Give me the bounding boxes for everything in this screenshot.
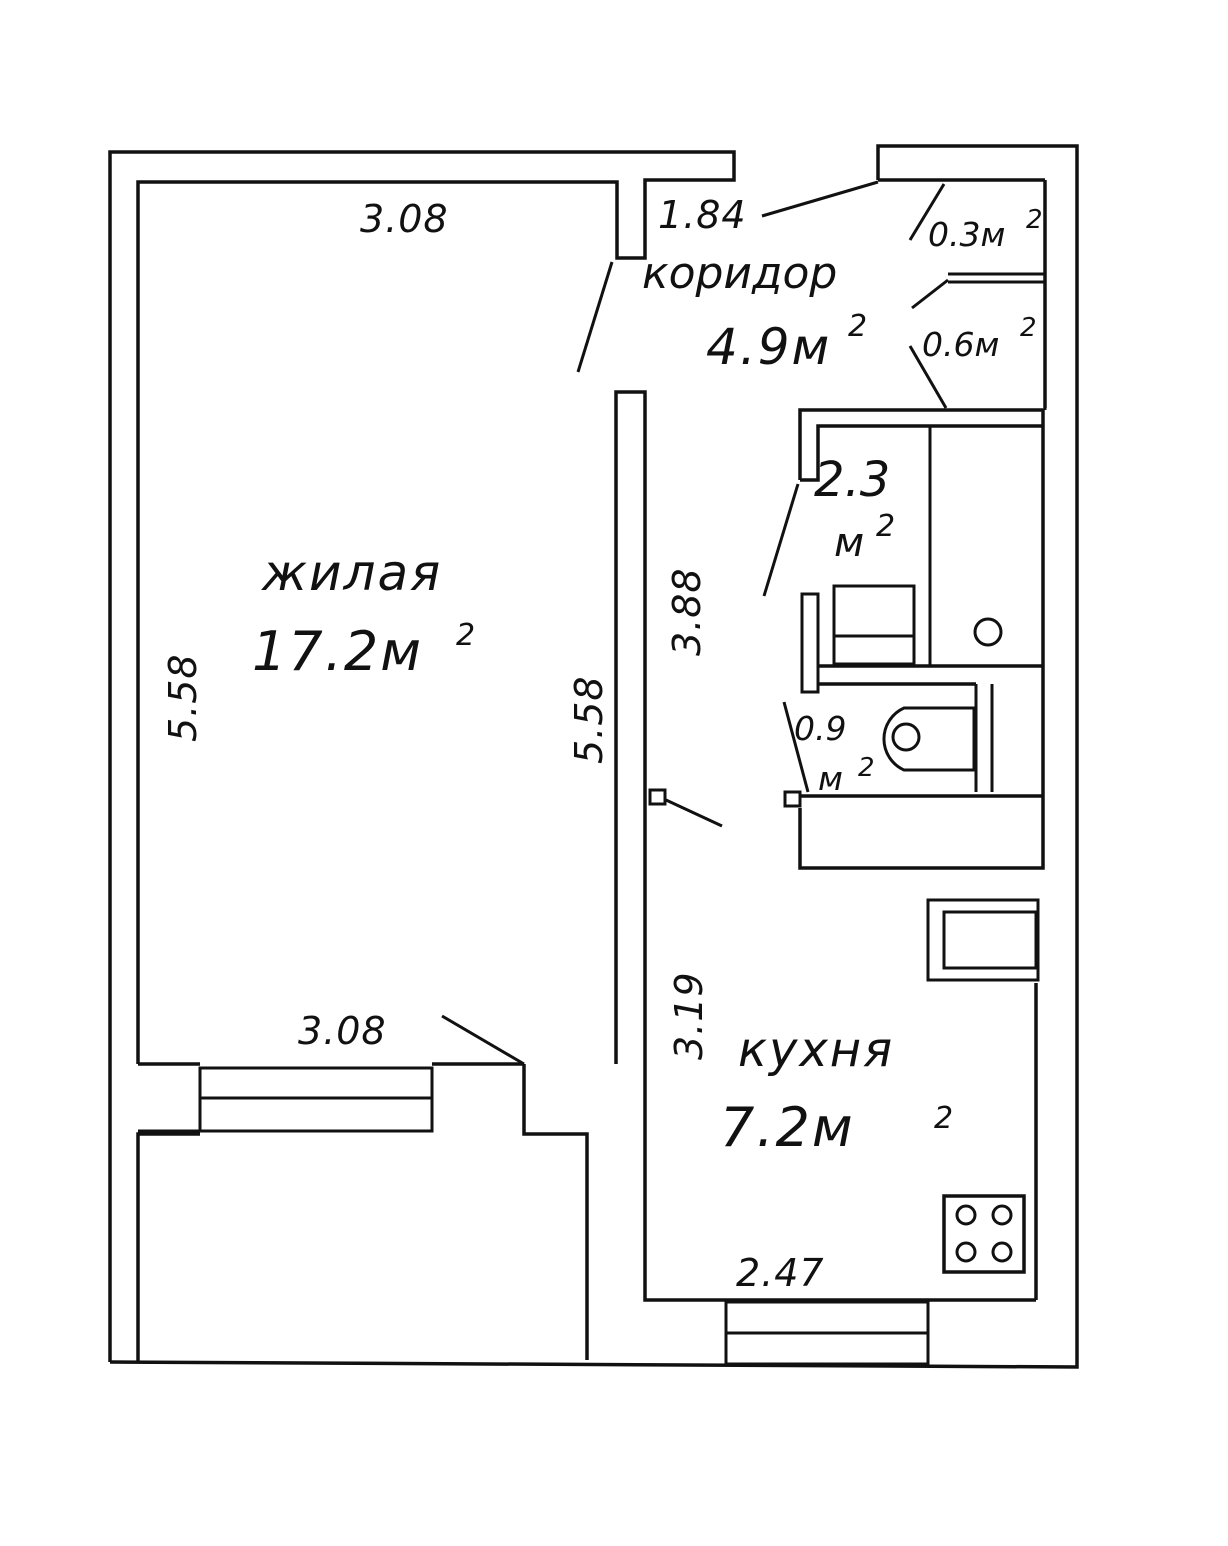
balcony-window [138,1066,434,1133]
toilet-area-sup: 2 [858,753,875,783]
kitchen-window [724,983,1038,1366]
dim-living-top: 3.08 [360,197,449,241]
kitchen-appliances [926,898,1040,1274]
kitchen-area: 7.2м [720,1096,855,1159]
dim-kitchen-bottom: 2.47 [736,1251,825,1295]
kitchen-name: кухня [738,1022,894,1078]
dim-living-right: 5.58 [567,675,611,764]
dim-living-bottom: 3.08 [298,1009,387,1053]
toilet-area: 0.9 [794,709,846,748]
dim-corridor-side: 3.88 [665,567,709,656]
closet-mid-area: 0.6м [922,325,999,364]
closet-top-area-unit: 2 [1026,205,1043,235]
kitchen-area-unit: 2 [934,1101,953,1136]
closet-mid-area-unit: 2 [1020,313,1037,343]
living-room-area: 17.2м [252,620,423,683]
toilet-area-unit: м [818,759,843,798]
living-room-area-unit: 2 [456,618,475,653]
living-room-walls [136,390,928,1362]
living-room-name: жилая [261,544,442,602]
corridor-area-unit: 2 [848,309,867,344]
bathroom-area: 2.3 [814,452,890,508]
dim-living-left: 5.58 [161,653,205,742]
stove-icon [942,1194,1026,1274]
dim-corridor-top: 1.84 [658,193,747,237]
dim-kitchen-side: 3.19 [667,971,711,1060]
bathroom-area-sup: 2 [876,509,895,544]
corridor-area: 4.9м [706,318,831,376]
closets [948,182,1047,410]
bathroom-block [648,408,1045,870]
corridor-name: коридор [642,248,837,299]
door-swings [441,180,949,1066]
bathroom-area-unit: м [834,520,864,566]
closet-top-area: 0.3м [928,215,1005,254]
